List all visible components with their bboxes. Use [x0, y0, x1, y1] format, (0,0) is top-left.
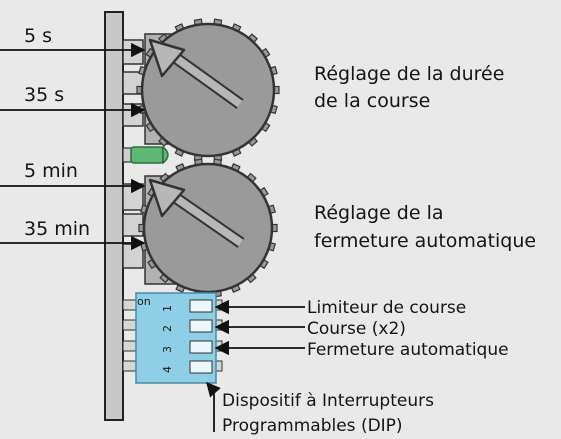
arrow-dip-caption: [206, 381, 221, 432]
switch-label-course: Course (x2): [307, 319, 406, 339]
auto-close-dial: [122, 158, 278, 298]
circuit-board: [104, 11, 124, 421]
left-arrows: [0, 42, 146, 251]
dip-caption-line1: Dispositif à Interrupteurs: [222, 391, 434, 411]
label-5s: 5 s: [24, 25, 52, 47]
switch-label-auto-close: Fermeture automatique: [307, 340, 509, 360]
label-35s: 35 s: [24, 84, 64, 106]
close-caption-line2: fermeture automatique: [314, 230, 536, 252]
dip-number-4: 4: [161, 366, 174, 373]
course-duration-dial: [122, 18, 280, 162]
dip-number-3: 3: [161, 346, 174, 353]
dip-switch-4-slider[interactable]: [189, 360, 213, 374]
status-led: [122, 145, 169, 165]
dip-caption-line2: Programmables (DIP): [222, 416, 403, 436]
dip-switch-3-slider[interactable]: [189, 340, 213, 354]
dip-on-label: on: [137, 295, 151, 308]
dip-number-1: 1: [161, 305, 174, 312]
course-caption-line1: Réglage de la durée: [314, 63, 504, 85]
dip-switch-2-slider[interactable]: [189, 319, 213, 333]
dip-switch: on 1 2 3 4: [122, 292, 223, 384]
dip-number-2: 2: [161, 325, 174, 332]
switch-label-limiter: Limiteur de course: [307, 298, 466, 318]
label-5min: 5 min: [24, 160, 78, 182]
label-35min: 35 min: [24, 218, 90, 240]
dip-switch-1-slider[interactable]: [189, 299, 213, 313]
course-caption-line2: de la course: [314, 90, 430, 112]
close-caption-line1: Réglage de la: [314, 202, 444, 224]
